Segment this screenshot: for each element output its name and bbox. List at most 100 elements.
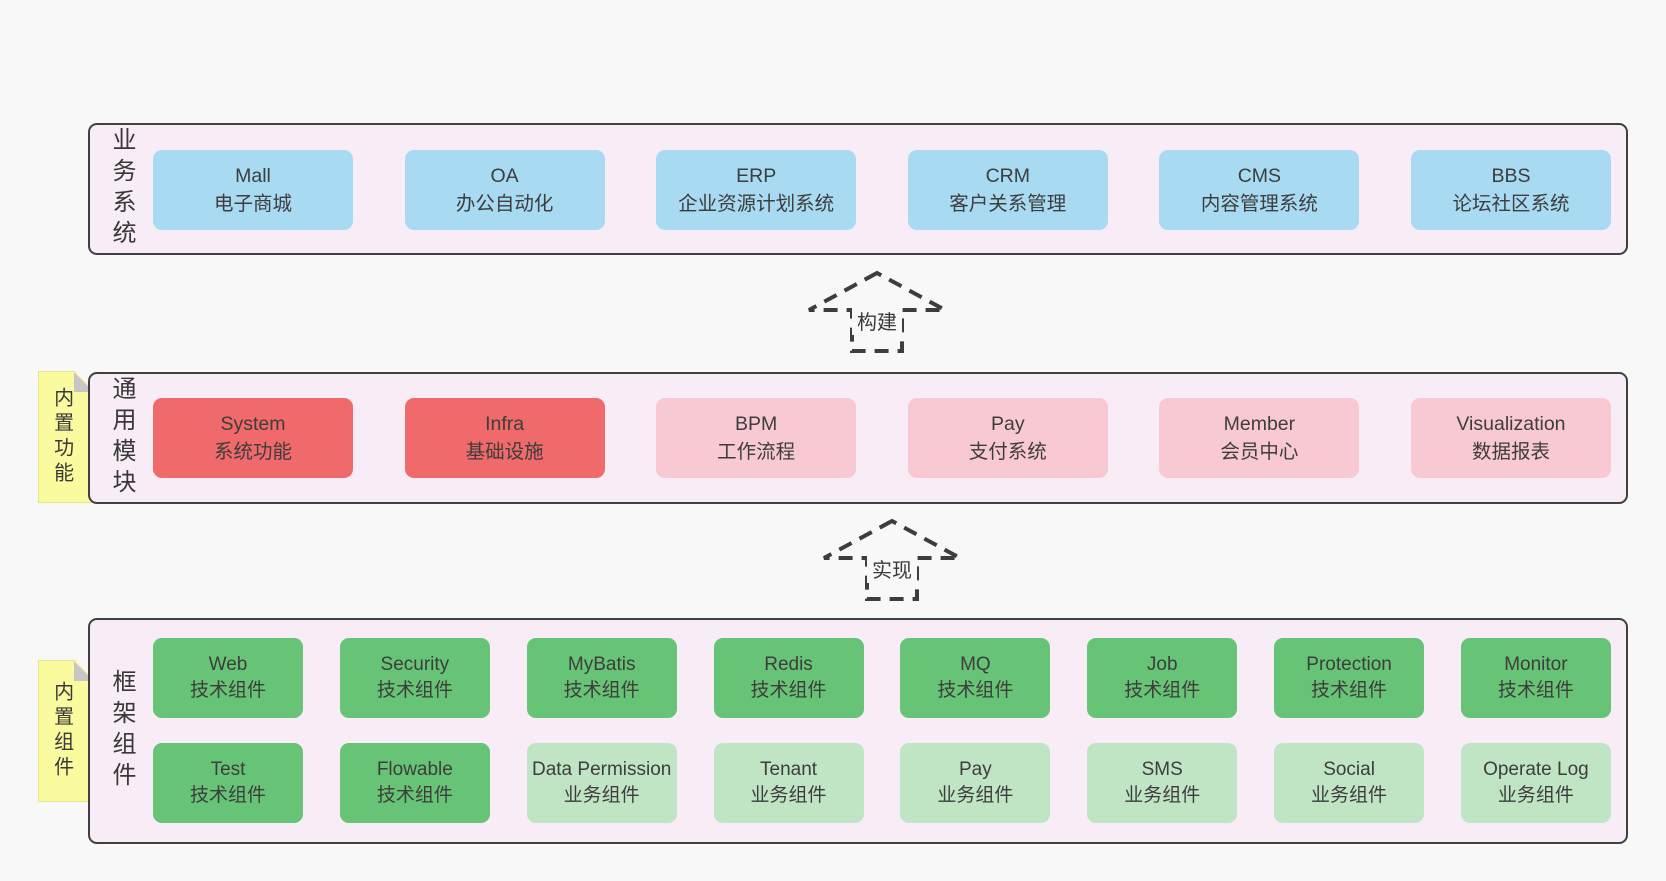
box-security-desc: 技术组件 bbox=[376, 680, 453, 701]
box-mq-desc: 技术组件 bbox=[937, 680, 1014, 701]
box-infra-name: Infra bbox=[485, 413, 525, 435]
box-operate-log: Operate Log 业务组件 bbox=[1460, 743, 1611, 823]
box-mq-name: MQ bbox=[960, 654, 991, 675]
box-test-name: Test bbox=[210, 759, 246, 780]
box-member-name: Member bbox=[1223, 413, 1296, 435]
box-oa-desc: 办公自动化 bbox=[455, 193, 554, 215]
box-pay-business: Pay 业务组件 bbox=[900, 743, 1051, 823]
box-job-name: Job bbox=[1146, 654, 1178, 675]
box-infra-desc: 基础设施 bbox=[465, 441, 544, 463]
box-protection-name: Protection bbox=[1306, 654, 1392, 675]
sticky-tab-built-in-components: 内置组件 bbox=[38, 660, 95, 802]
box-crm-desc: 客户关系管理 bbox=[949, 193, 1067, 215]
box-pay-business-desc: 业务组件 bbox=[937, 785, 1014, 806]
box-monitor: Monitor 技术组件 bbox=[1460, 638, 1611, 718]
framework-components-row-1: Web 技术组件 Security 技术组件 MyBatis 技术组件 Redi… bbox=[153, 638, 1611, 718]
box-mall: Mall 电子商城 bbox=[153, 150, 353, 230]
arrow-build: 构建 bbox=[806, 270, 948, 354]
layer-framework-components-title: 框架组件 bbox=[108, 669, 135, 793]
box-social: Social 业务组件 bbox=[1274, 743, 1425, 823]
box-oa: OA 办公自动化 bbox=[404, 150, 605, 230]
box-infra: Infra 基础设施 bbox=[404, 398, 605, 478]
box-visualization: Visualization 数据报表 bbox=[1410, 398, 1611, 478]
box-sms: SMS 业务组件 bbox=[1087, 743, 1238, 823]
layer-framework-components: 框架组件 Web 技术组件 Security 技术组件 MyBatis 技术组件… bbox=[88, 618, 1628, 844]
box-system-name: System bbox=[220, 413, 286, 435]
box-social-desc: 业务组件 bbox=[1311, 785, 1388, 806]
box-cms: CMS 内容管理系统 bbox=[1159, 150, 1360, 230]
box-flowable-name: Flowable bbox=[376, 759, 453, 780]
box-web-name: Web bbox=[208, 654, 248, 675]
box-security-name: Security bbox=[380, 654, 450, 675]
box-member: Member 会员中心 bbox=[1159, 398, 1360, 478]
layer-common-modules-title: 通用模块 bbox=[108, 376, 135, 500]
arrow-build-label: 构建 bbox=[852, 306, 902, 335]
box-security: Security 技术组件 bbox=[339, 638, 490, 718]
sticky-tab-built-in-features-label: 内置功能 bbox=[50, 387, 73, 487]
box-visualization-name: Visualization bbox=[1456, 413, 1566, 435]
box-bbs: BBS 论坛社区系统 bbox=[1410, 150, 1611, 230]
box-data-permission: Data Permission 业务组件 bbox=[526, 743, 677, 823]
box-mq: MQ 技术组件 bbox=[900, 638, 1051, 718]
box-crm-name: CRM bbox=[985, 165, 1030, 187]
box-pay-business-name: Pay bbox=[959, 759, 992, 780]
sticky-tab-built-in-features: 内置功能 bbox=[38, 371, 95, 503]
box-protection-desc: 技术组件 bbox=[1311, 680, 1388, 701]
box-flowable-desc: 技术组件 bbox=[376, 785, 453, 806]
layer-business-systems: 业务系统 Mall 电子商城 OA 办公自动化 ERP 企业资源计划系统 CRM… bbox=[88, 123, 1628, 255]
sticky-tab-built-in-components-label: 内置组件 bbox=[50, 681, 73, 781]
box-mall-name: Mall bbox=[235, 165, 271, 187]
box-erp: ERP 企业资源计划系统 bbox=[656, 150, 857, 230]
arrow-implement: 实现 bbox=[821, 518, 963, 602]
box-pay: Pay 支付系统 bbox=[907, 398, 1108, 478]
box-redis: Redis 技术组件 bbox=[713, 638, 864, 718]
box-social-name: Social bbox=[1323, 759, 1375, 780]
box-monitor-desc: 技术组件 bbox=[1497, 680, 1574, 701]
box-bpm: BPM 工作流程 bbox=[656, 398, 857, 478]
box-bpm-desc: 工作流程 bbox=[717, 441, 796, 463]
box-bbs-desc: 论坛社区系统 bbox=[1452, 193, 1570, 215]
box-oa-name: OA bbox=[490, 165, 519, 187]
box-system: System 系统功能 bbox=[153, 398, 353, 478]
box-mybatis-desc: 技术组件 bbox=[563, 680, 640, 701]
box-web: Web 技术组件 bbox=[153, 638, 303, 718]
box-erp-desc: 企业资源计划系统 bbox=[678, 193, 835, 215]
box-sms-name: SMS bbox=[1141, 759, 1183, 780]
box-pay-name: Pay bbox=[990, 413, 1025, 435]
box-flowable: Flowable 技术组件 bbox=[339, 743, 490, 823]
box-protection: Protection 技术组件 bbox=[1274, 638, 1425, 718]
box-cms-desc: 内容管理系统 bbox=[1200, 193, 1318, 215]
layer-business-systems-title: 业务系统 bbox=[108, 127, 135, 251]
box-tenant-name: Tenant bbox=[760, 759, 818, 780]
framework-components-row-2: Test 技术组件 Flowable 技术组件 Data Permission … bbox=[153, 743, 1611, 823]
box-crm: CRM 客户关系管理 bbox=[907, 150, 1108, 230]
box-pay-desc: 支付系统 bbox=[968, 441, 1047, 463]
box-cms-name: CMS bbox=[1237, 165, 1282, 187]
box-erp-name: ERP bbox=[736, 165, 777, 187]
box-data-permission-name: Data Permission bbox=[531, 759, 672, 780]
box-mall-desc: 电子商城 bbox=[213, 193, 292, 215]
box-mybatis-name: MyBatis bbox=[567, 654, 636, 675]
arrow-implement-shape bbox=[823, 518, 961, 601]
box-job-desc: 技术组件 bbox=[1124, 680, 1201, 701]
box-job: Job 技术组件 bbox=[1087, 638, 1238, 718]
box-member-desc: 会员中心 bbox=[1220, 441, 1299, 463]
box-operate-log-name: Operate Log bbox=[1483, 759, 1589, 780]
box-test: Test 技术组件 bbox=[153, 743, 303, 823]
box-test-desc: 技术组件 bbox=[189, 785, 266, 806]
layer-common-modules: 通用模块 System 系统功能 Infra 基础设施 BPM 工作流程 Pay… bbox=[88, 372, 1628, 504]
box-monitor-name: Monitor bbox=[1504, 654, 1568, 675]
box-redis-name: Redis bbox=[764, 654, 813, 675]
box-sms-desc: 业务组件 bbox=[1124, 785, 1201, 806]
arrow-implement-label: 实现 bbox=[867, 554, 917, 583]
box-web-desc: 技术组件 bbox=[189, 680, 266, 701]
common-modules-row: System 系统功能 Infra 基础设施 BPM 工作流程 Pay 支付系统… bbox=[153, 398, 1611, 478]
box-visualization-desc: 数据报表 bbox=[1471, 441, 1550, 463]
box-system-desc: 系统功能 bbox=[213, 441, 292, 463]
box-tenant: Tenant 业务组件 bbox=[713, 743, 864, 823]
arrow-build-shape bbox=[808, 270, 946, 353]
box-data-permission-desc: 业务组件 bbox=[563, 785, 640, 806]
box-redis-desc: 技术组件 bbox=[750, 680, 827, 701]
box-tenant-desc: 业务组件 bbox=[750, 785, 827, 806]
business-systems-row: Mall 电子商城 OA 办公自动化 ERP 企业资源计划系统 CRM 客户关系… bbox=[153, 150, 1611, 230]
